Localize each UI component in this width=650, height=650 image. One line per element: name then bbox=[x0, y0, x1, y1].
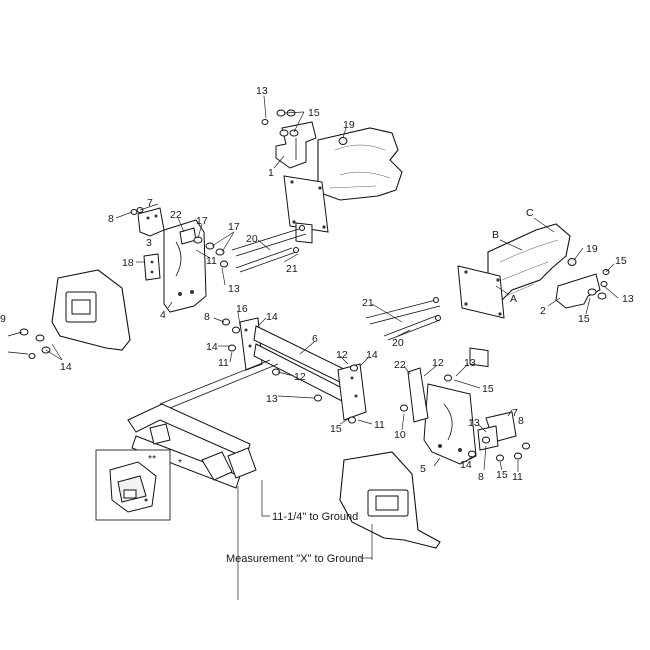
callout-18: 18 bbox=[122, 257, 134, 269]
hitch-frame-6 bbox=[239, 317, 367, 421]
callout-17: 17 bbox=[196, 215, 208, 227]
callout-20: 20 bbox=[246, 233, 258, 245]
callout-17: 17 bbox=[228, 221, 240, 233]
callout-11: 11 bbox=[512, 471, 523, 483]
callout-13: 13 bbox=[622, 293, 634, 305]
callout-15: 15 bbox=[496, 469, 508, 481]
callout-13: 13 bbox=[266, 393, 278, 405]
ground-reference-lines bbox=[237, 480, 373, 600]
callout-11: 11 bbox=[206, 255, 217, 267]
callout-1: 1 bbox=[268, 167, 274, 179]
callout-14: 14 bbox=[206, 341, 218, 353]
plate-4 bbox=[163, 219, 207, 313]
callout-7: 7 bbox=[147, 197, 153, 209]
callout-3: 3 bbox=[146, 237, 152, 249]
leader-lines bbox=[45, 95, 619, 472]
callout-20: 20 bbox=[392, 337, 404, 349]
callout-2: 2 bbox=[540, 305, 546, 317]
bracket-22-right bbox=[407, 367, 429, 423]
bracket-7-8-right bbox=[477, 411, 517, 451]
bracket-3 bbox=[137, 207, 165, 237]
tow-bar-assembly bbox=[127, 359, 279, 489]
callout-8: 8 bbox=[108, 213, 114, 225]
callout-B: B bbox=[492, 229, 499, 241]
bracket-2 bbox=[555, 273, 601, 309]
bracket-18 bbox=[143, 253, 161, 281]
callout-12: 12 bbox=[294, 371, 306, 383]
callout-7: 7 bbox=[512, 407, 518, 419]
hardware-top bbox=[261, 109, 348, 145]
callout-12: 12 bbox=[336, 349, 348, 361]
mounting-plate-top bbox=[283, 175, 329, 244]
bracket-1 bbox=[275, 121, 317, 169]
callout-8: 8 bbox=[518, 415, 524, 427]
callout-12: 12 bbox=[432, 357, 444, 369]
callout-14: 14 bbox=[266, 311, 278, 323]
callout-13: 13 bbox=[468, 417, 480, 429]
hardware-far-left bbox=[7, 328, 51, 359]
callout-19: 19 bbox=[586, 243, 598, 255]
hardware-right-lower bbox=[400, 374, 530, 462]
callout-15: 15 bbox=[615, 255, 627, 267]
pins-20-21-right bbox=[365, 297, 441, 341]
plate-5 bbox=[423, 383, 477, 465]
callout-15: 15 bbox=[482, 383, 494, 395]
callout-4: 4 bbox=[160, 309, 166, 321]
callout-labels: 13 15 19 1 7 8 22 17 3 11 17 20 18 13 21… bbox=[0, 85, 634, 565]
callout-21: 21 bbox=[286, 263, 298, 275]
callout-15: 15 bbox=[578, 313, 590, 325]
callout-9: 9 bbox=[0, 313, 6, 325]
vehicle-frame-rail-left bbox=[51, 269, 131, 351]
callout-13: 13 bbox=[228, 283, 240, 295]
callout-22: 22 bbox=[170, 209, 182, 221]
callout-8: 8 bbox=[478, 471, 484, 483]
callout-8: 8 bbox=[204, 311, 210, 323]
callout-15: 15 bbox=[308, 107, 320, 119]
vehicle-frame-rail-lower bbox=[339, 451, 441, 549]
callout-star: * bbox=[178, 457, 182, 469]
callout-10: 10 bbox=[394, 429, 406, 441]
callout-C: C bbox=[526, 207, 534, 219]
inset-detail-box bbox=[95, 449, 171, 521]
callout-14: 14 bbox=[366, 349, 378, 361]
callout-22: 22 bbox=[394, 359, 406, 371]
vehicle-frame-rail-top bbox=[317, 127, 403, 201]
callout-13: 13 bbox=[256, 85, 268, 97]
callout-13: 13 bbox=[464, 357, 476, 369]
callout-double-star: ** bbox=[148, 453, 156, 465]
callout-11: 11 bbox=[218, 357, 229, 369]
callout-15: 15 bbox=[330, 423, 342, 435]
hardware-center bbox=[222, 318, 358, 424]
measurement-note: Measurement "X" to Ground bbox=[226, 553, 363, 565]
callout-16: 16 bbox=[236, 303, 248, 315]
callout-19: 19 bbox=[343, 119, 355, 131]
callout-6: 6 bbox=[312, 333, 318, 345]
callout-5: 5 bbox=[420, 463, 426, 475]
callout-11: 11 bbox=[374, 419, 385, 431]
callout-14: 14 bbox=[460, 459, 472, 471]
pins-20-21-top bbox=[231, 225, 307, 273]
callout-A: A bbox=[510, 293, 517, 305]
mounting-plate-A bbox=[457, 265, 505, 368]
callout-14: 14 bbox=[60, 361, 72, 373]
ground-note: 11-1/4" to Ground bbox=[272, 511, 358, 523]
callout-21: 21 bbox=[362, 297, 374, 309]
